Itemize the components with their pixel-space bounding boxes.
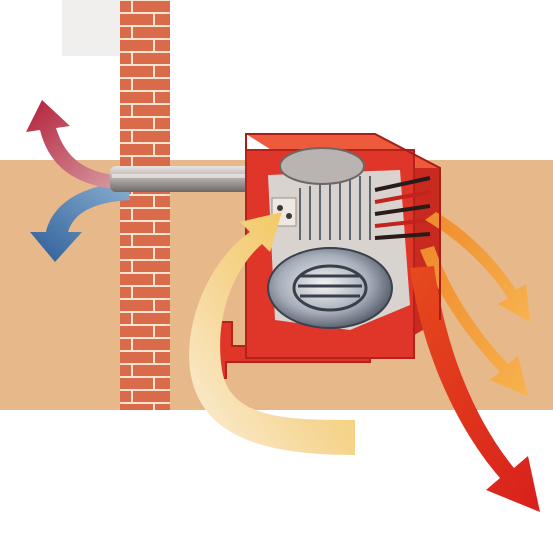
control-knob-icon: [286, 213, 292, 219]
background-panel: [62, 0, 122, 56]
brick-wall: [120, 0, 170, 410]
intake-fade: [180, 455, 360, 540]
fan-housing: [280, 148, 364, 184]
flue-pipe: [110, 166, 260, 192]
burner-chamber: [268, 248, 392, 328]
control-knob-icon: [277, 205, 283, 211]
flue-pipe-highlight: [112, 174, 258, 178]
